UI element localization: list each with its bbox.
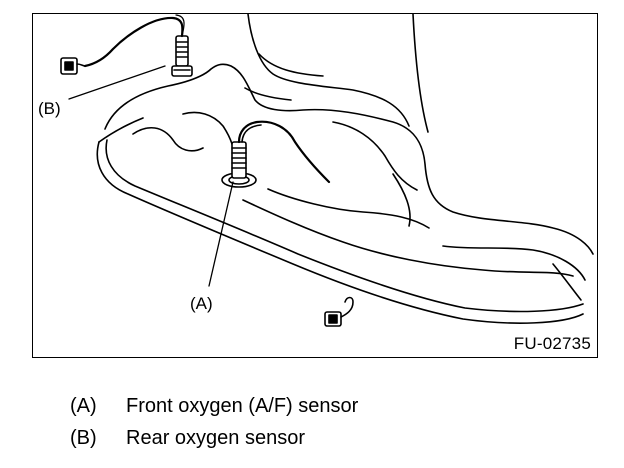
callout-b-label: (B) xyxy=(38,99,61,118)
lower-flange-inner xyxy=(105,139,584,313)
legend-text: Front oxygen (A/F) sensor xyxy=(126,395,359,417)
rear-oxygen-sensor xyxy=(83,14,193,77)
body-contour-6 xyxy=(392,173,411,227)
heat-shield-right xyxy=(412,14,429,133)
body-contour-5 xyxy=(332,121,418,191)
body-contour-3 xyxy=(267,188,430,229)
legend-key: (A) xyxy=(70,395,97,417)
heat-shield-top xyxy=(247,14,410,127)
exhaust-pipe-drawing xyxy=(60,14,594,327)
lower-flange-edge xyxy=(98,117,144,143)
front-oxygen-sensor xyxy=(221,120,331,188)
legend-text: Rear oxygen sensor xyxy=(126,427,305,449)
front-sensor-connector xyxy=(324,296,354,327)
heat-shield-lines xyxy=(244,53,324,101)
body-contour-1 xyxy=(132,127,204,152)
figure-id: FU-02735 xyxy=(513,334,591,353)
callout-b-leader xyxy=(68,65,166,100)
body-contour-7 xyxy=(442,245,586,281)
legend-item: (B) Rear oxygen sensor xyxy=(70,428,570,460)
body-contour-2 xyxy=(182,111,236,173)
body-contour-4 xyxy=(242,199,574,277)
legend: (A) Front oxygen (A/F) sensor (B) Rear o… xyxy=(70,396,570,460)
diagram-frame: (B) (A) FU-02735 xyxy=(32,13,598,358)
legend-key: (B) xyxy=(70,427,97,449)
lower-flange-outline xyxy=(96,141,584,324)
body-contour-8 xyxy=(552,263,582,301)
legend-item: (A) Front oxygen (A/F) sensor xyxy=(70,396,570,428)
callout-a-leader xyxy=(208,181,234,287)
rear-sensor-connector xyxy=(60,57,86,75)
cover-upper-outline xyxy=(104,63,594,255)
callout-a-label: (A) xyxy=(190,294,213,313)
